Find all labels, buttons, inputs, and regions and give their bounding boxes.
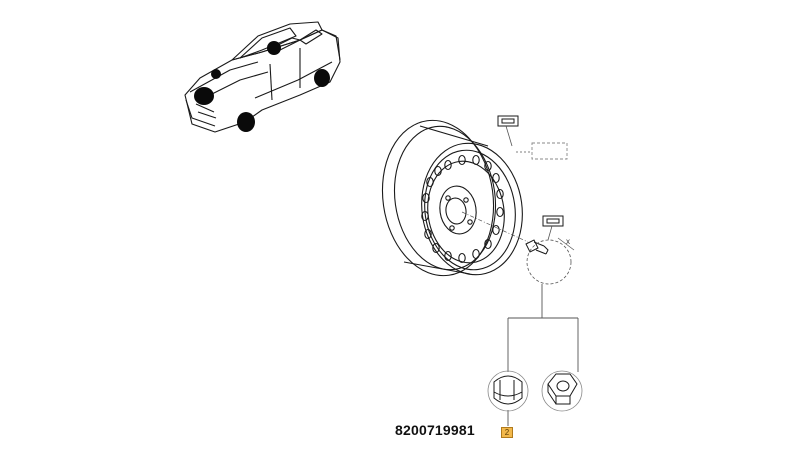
marker-rear-front-wheel [237,112,255,132]
part-number-label: 8200719981 [395,422,475,438]
wheel-bolt-icon[interactable] [525,239,572,285]
bracket-lines [507,284,579,426]
callout-badge[interactable]: 2 [501,427,513,438]
marker-roof [267,41,281,55]
leader-top [505,125,513,147]
leader-bolt [547,225,553,241]
marker-hood [211,69,221,79]
callout-box-top [497,115,519,127]
car-location-markers [194,41,330,132]
car-icon[interactable] [184,21,341,133]
marker-front-wheel [194,87,214,105]
axis-line [461,211,529,243]
wheel-rim-icon[interactable] [373,113,531,283]
callout-box-bolt [542,215,564,227]
axis-label: x [566,237,570,246]
axis-tick [557,237,575,251]
marker-rear-wheel [314,69,330,87]
lug-nut-icon[interactable] [541,370,583,412]
dashed-box [531,142,568,160]
nut-cover-icon[interactable] [487,370,529,412]
